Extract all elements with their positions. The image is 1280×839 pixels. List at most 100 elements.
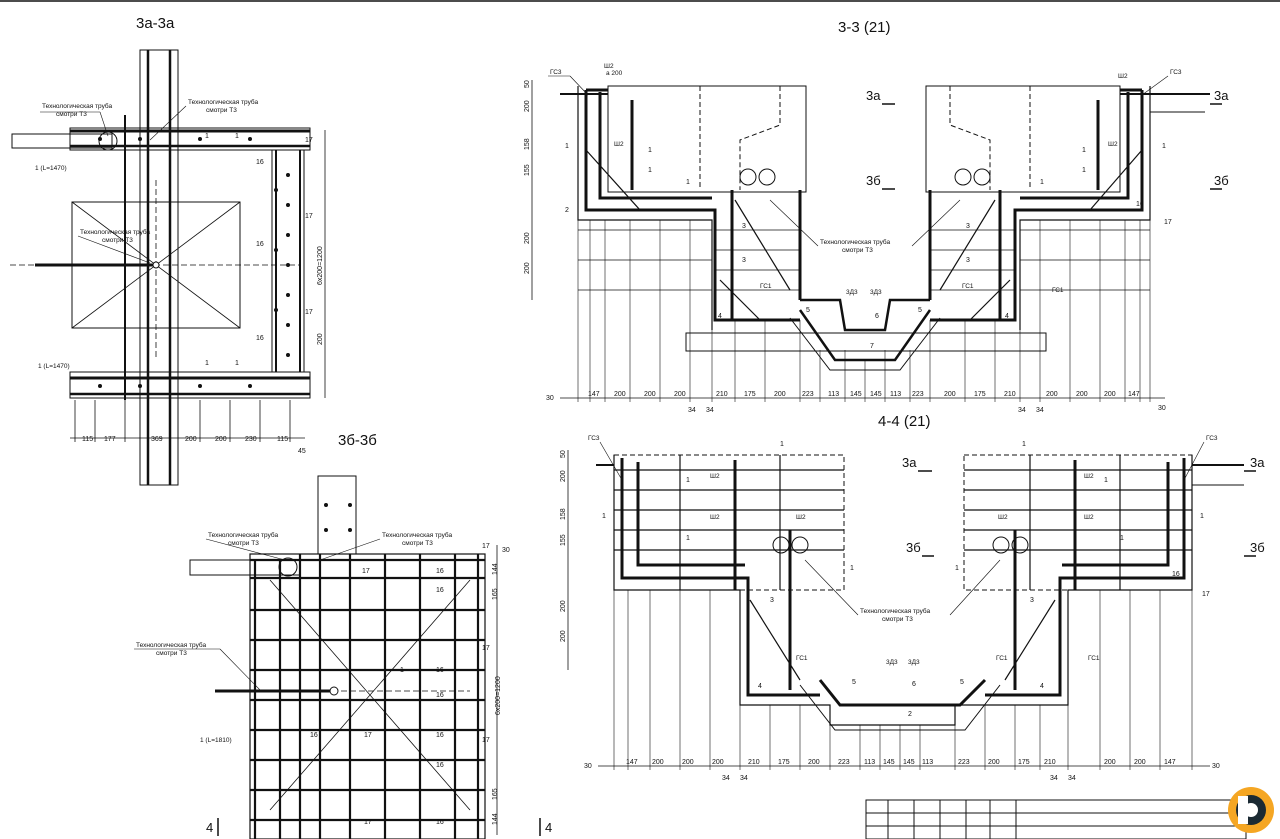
brand-logo-icon [1228,787,1274,833]
svg-text:210: 210 [748,759,760,766]
svg-text:смотри Т3: смотри Т3 [156,650,187,657]
svg-text:17: 17 [364,819,372,826]
svg-text:Ш2: Ш2 [710,473,720,480]
svg-text:165: 165 [492,588,499,600]
svg-text:17: 17 [362,568,370,575]
svg-text:34: 34 [1050,775,1058,782]
svg-text:Технологическая труба: Технологическая труба [208,531,278,539]
svg-text:1: 1 [955,565,959,572]
svg-text:34: 34 [1018,407,1026,414]
svg-text:144: 144 [492,813,499,825]
svg-text:223: 223 [802,391,814,398]
section-3b-title: 3б-3б [338,432,377,449]
svg-text:200: 200 [1104,759,1116,766]
svg-text:Технологическая труба: Технологическая труба [188,98,258,106]
svg-text:Технологическая труба: Технологическая труба [136,641,206,649]
svg-text:1: 1 [602,513,606,520]
svg-text:1: 1 [400,667,404,674]
svg-text:5: 5 [960,679,964,686]
svg-text:1: 1 [1104,477,1108,484]
svg-text:смотри Т3: смотри Т3 [402,540,433,547]
svg-text:50: 50 [560,450,567,458]
svg-text:155: 155 [524,164,531,176]
svg-text:200: 200 [682,759,694,766]
svg-text:200: 200 [560,630,567,642]
svg-text:34: 34 [1068,775,1076,782]
svg-text:смотри Т3: смотри Т3 [882,616,913,623]
svg-text:Технологическая труба: Технологическая труба [382,531,452,539]
svg-text:7: 7 [870,343,874,350]
svg-text:3а: 3а [866,88,881,103]
svg-text:6х200=1200: 6х200=1200 [317,246,324,285]
svg-text:ГС1: ГС1 [1052,287,1064,294]
svg-text:200: 200 [524,262,531,274]
svg-text:147: 147 [1164,759,1176,766]
svg-text:145: 145 [883,759,895,766]
svg-text:175: 175 [778,759,790,766]
svg-text:30: 30 [546,395,554,402]
svg-text:200: 200 [317,333,324,345]
svg-text:3: 3 [742,257,746,264]
svg-text:16: 16 [256,241,264,248]
svg-text:1 (L=1470): 1 (L=1470) [35,165,67,172]
section-4-title: 4-4 (21) [878,413,931,430]
svg-text:200: 200 [944,391,956,398]
svg-text:3а: 3а [902,455,917,470]
svg-text:3: 3 [742,223,746,230]
section-3b-3b: 3б-3б [134,432,552,839]
svg-text:34: 34 [740,775,748,782]
svg-text:144: 144 [492,563,499,575]
svg-text:34: 34 [1036,407,1044,414]
svg-text:17: 17 [1202,591,1210,598]
svg-text:16: 16 [436,568,444,575]
svg-text:1 (L=1810): 1 (L=1810) [200,737,232,744]
svg-text:17: 17 [1164,219,1172,226]
svg-text:34: 34 [688,407,696,414]
svg-text:200: 200 [652,759,664,766]
svg-text:Ш2: Ш2 [710,514,720,521]
svg-text:4: 4 [1040,683,1044,690]
svg-text:155: 155 [560,534,567,546]
svg-text:3б: 3б [866,173,881,188]
svg-text:3Д3: 3Д3 [886,659,898,666]
svg-text:3б: 3б [1250,540,1265,555]
svg-text:1: 1 [1022,441,1026,448]
svg-text:113: 113 [922,759,933,766]
svg-text:17: 17 [305,213,313,220]
svg-text:1: 1 [235,133,239,140]
svg-text:смотри Т3: смотри Т3 [228,540,259,547]
svg-text:4: 4 [758,683,762,690]
svg-text:3Д3: 3Д3 [908,659,920,666]
svg-text:175: 175 [744,391,756,398]
svg-text:3Д3: 3Д3 [870,289,882,296]
svg-text:200: 200 [988,759,1000,766]
svg-text:ГС3: ГС3 [1206,435,1218,442]
svg-text:1: 1 [205,133,209,140]
svg-text:Ш2: Ш2 [604,63,614,70]
svg-text:Ш2: Ш2 [1084,514,1094,521]
svg-text:17: 17 [305,309,313,316]
svg-text:3: 3 [966,223,970,230]
svg-text:Технологическая труба: Технологическая труба [820,238,890,246]
svg-text:34: 34 [706,407,714,414]
svg-text:16: 16 [1136,201,1144,208]
svg-text:3а: 3а [1250,455,1265,470]
svg-text:147: 147 [626,759,638,766]
section-4-4: 4-4 (21) [560,413,1265,782]
svg-text:Технологическая труба: Технологическая труба [42,102,112,110]
svg-text:3Д3: 3Д3 [846,289,858,296]
svg-text:3б: 3б [1214,173,1229,188]
svg-text:16: 16 [256,159,264,166]
svg-text:200: 200 [560,600,567,612]
svg-text:17: 17 [482,737,490,744]
svg-text:113: 113 [828,391,839,398]
svg-text:16: 16 [436,587,444,594]
svg-text:1: 1 [565,143,569,150]
svg-text:3: 3 [966,257,970,264]
svg-text:5: 5 [806,307,810,314]
svg-text:30: 30 [584,763,592,770]
svg-text:45: 45 [298,448,306,455]
section-3a-3a: 3а-3а [10,15,326,486]
svg-text:4: 4 [545,820,552,835]
svg-text:200: 200 [524,232,531,244]
